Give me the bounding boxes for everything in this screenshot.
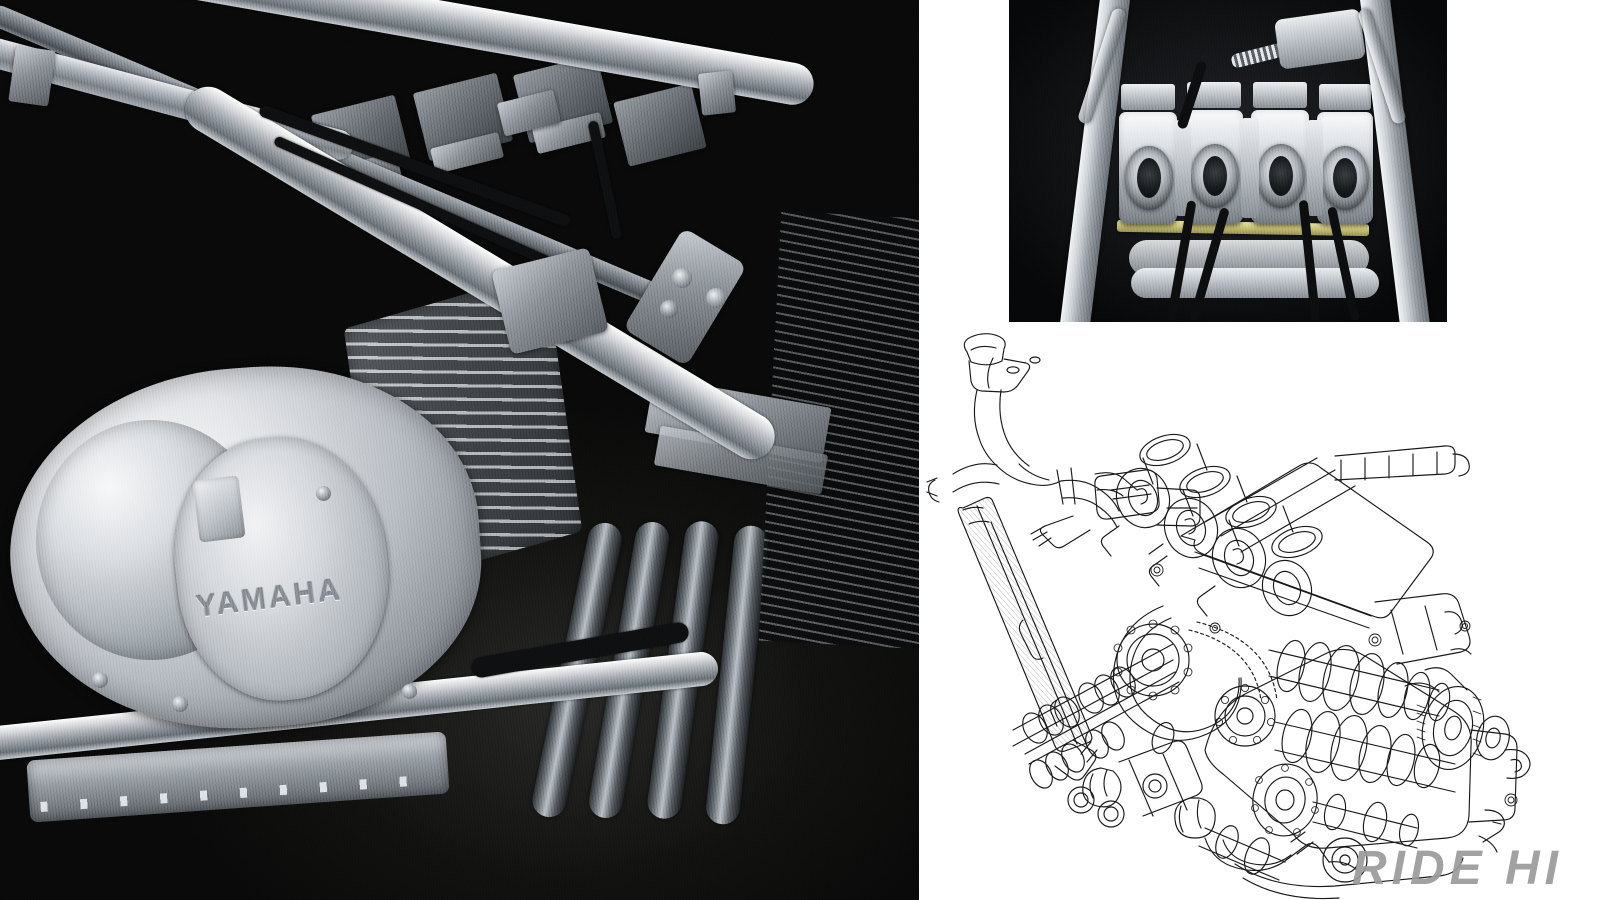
case-bolt — [316, 486, 331, 501]
mount-bolt — [672, 268, 692, 288]
carburetor-top-view-photo — [1009, 0, 1447, 322]
carburetor-2-throat — [1203, 156, 1227, 196]
throttle-linkage — [1175, 120, 1191, 216]
case-bolt — [402, 684, 417, 699]
carburetor-1-diaphragm-cover — [1121, 84, 1175, 110]
case-bolt — [172, 696, 188, 712]
throttle-linkage — [1241, 118, 1259, 218]
throttle-linkage — [1307, 120, 1323, 216]
engine-cutaway-drawing — [905, 330, 1600, 900]
main-engine-photo: YAMAHA — [0, 0, 919, 900]
carburetor-4-throat — [1333, 158, 1357, 198]
mount-bolt — [660, 300, 678, 318]
carburetor-4-diaphragm-cover — [1319, 84, 1371, 110]
carburetor-3-diaphragm-cover — [1253, 82, 1307, 108]
carb-photo-film-grain — [1009, 0, 1447, 322]
photo-film-grain — [0, 0, 919, 900]
carburetor-3-throat — [1269, 156, 1293, 196]
carburetor-1-throat — [1137, 158, 1161, 198]
case-bolt — [92, 672, 108, 688]
ride-hi-watermark: RIDE HI — [1352, 842, 1564, 895]
mount-bolt — [706, 288, 726, 308]
